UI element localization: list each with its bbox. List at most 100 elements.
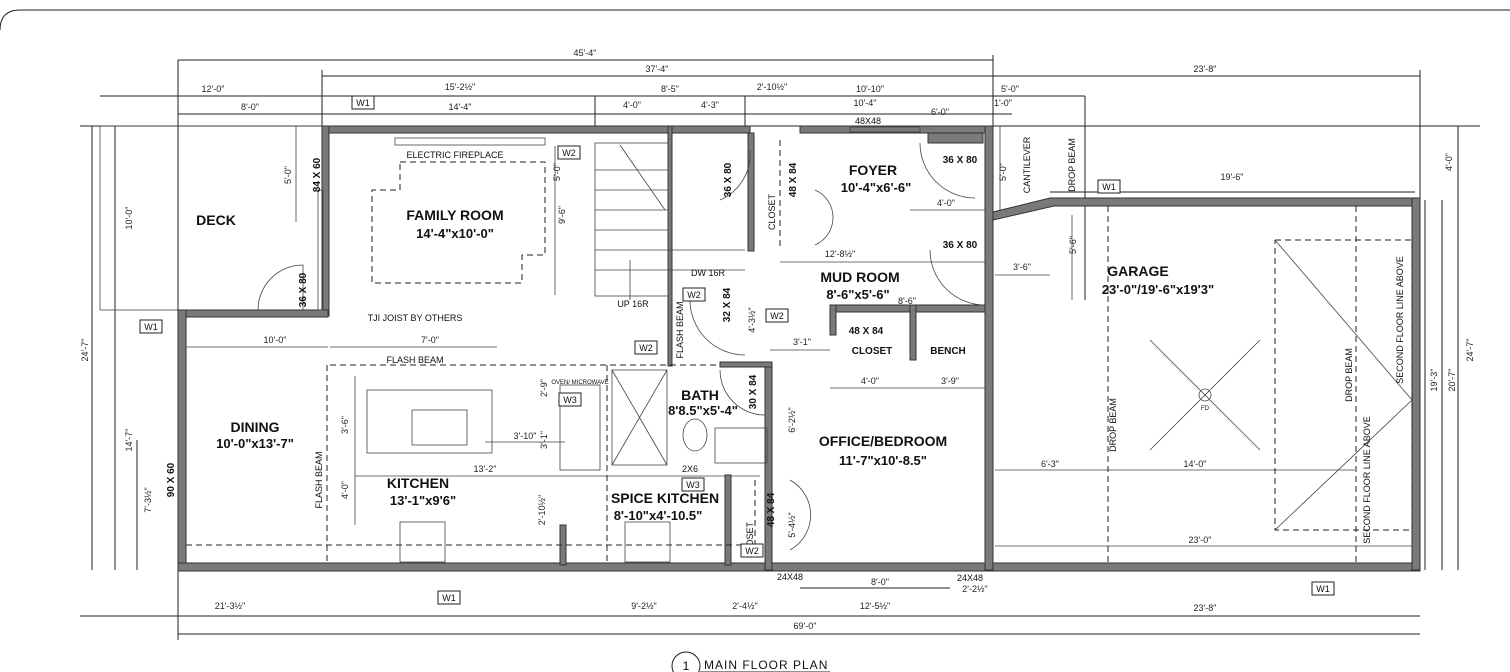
svg-text:14'-7": 14'-7" [124, 429, 134, 452]
title-label: MAIN FLOOR PLAN [704, 658, 828, 672]
stairs-up-note: UP 16R [617, 299, 649, 309]
wall-tag-w1: W1 [139, 319, 163, 334]
room-bath-name: BATH [681, 387, 719, 403]
svg-text:24'-7": 24'-7" [80, 339, 90, 362]
door-size: 48 X 84 [849, 326, 884, 337]
svg-text:W1: W1 [1316, 584, 1330, 594]
svg-text:10'-10": 10'-10" [856, 84, 884, 94]
svg-text:10'-0": 10'-0" [264, 335, 287, 345]
shower [611, 369, 668, 466]
room-dining-name: DINING [231, 419, 280, 435]
fireplace [394, 137, 546, 146]
svg-text:3'-1": 3'-1" [539, 431, 549, 449]
flash-beam-note: FLASH BEAM [675, 301, 685, 358]
stairs [594, 142, 745, 300]
second-floor-line [1274, 239, 1413, 531]
door-size: 36 X 80 [943, 155, 978, 166]
office-closet-note: CLOSET [745, 521, 755, 558]
tji-note: TJI JOIST BY OTHERS [368, 313, 463, 323]
wall-tag-w2: W2 [634, 340, 658, 355]
walls [177, 125, 1421, 572]
rug-outline [371, 161, 546, 284]
second-floor-note: SECOND FLOOR LINE ABOVE [1362, 416, 1372, 544]
bench-label: BENCH [930, 346, 966, 357]
wall-tag-w3: W3 [558, 392, 582, 407]
svg-text:9'-6": 9'-6" [557, 206, 567, 224]
oven-note: OVEN/ MICROWAVE [551, 380, 608, 386]
svg-text:8'-5": 8'-5" [661, 84, 679, 94]
wall-tag-w1: W1 [437, 590, 461, 605]
svg-text:23'-8": 23'-8" [1194, 603, 1217, 613]
room-deck: DECK [196, 212, 236, 228]
room-spice-size: 8'-10"x4'-10.5" [614, 508, 703, 523]
cantilever-note: CANTILEVER [1022, 136, 1032, 193]
svg-text:4'-0": 4'-0" [1444, 153, 1454, 171]
flash-beam-note: FLASH BEAM [386, 355, 443, 365]
room-spice-name: SPICE KITCHEN [611, 490, 719, 506]
door-size: 36 X 80 [943, 240, 978, 251]
svg-text:37'-4": 37'-4" [646, 64, 669, 74]
door-size: 30 X 84 [748, 374, 759, 409]
window-size: 48X48 [855, 116, 881, 126]
svg-text:7'-3½": 7'-3½" [143, 487, 153, 512]
room-garage-name: GARAGE [1107, 263, 1168, 279]
svg-text:W2: W2 [687, 290, 701, 300]
svg-text:24'-7": 24'-7" [1465, 339, 1475, 362]
svg-text:3'-1": 3'-1" [793, 337, 811, 347]
svg-text:4'-0": 4'-0" [937, 198, 955, 208]
svg-text:10'-0": 10'-0" [124, 207, 134, 230]
door-size: 36 X 80 [723, 162, 734, 197]
svg-text:3'-9": 3'-9" [941, 376, 959, 386]
svg-text:69'-0": 69'-0" [794, 621, 817, 631]
room-garage-size: 23'-0"/19'-6"x19'3" [1102, 282, 1214, 297]
svg-text:5'-0": 5'-0" [1001, 84, 1019, 94]
svg-text:4'-3½": 4'-3½" [747, 307, 757, 332]
door-size: 48 X 84 [788, 162, 799, 197]
svg-text:12'-8½": 12'-8½" [825, 249, 855, 259]
room-office-name: OFFICE/BEDROOM [819, 433, 947, 449]
svg-text:2'-10½": 2'-10½" [537, 495, 547, 525]
svg-text:2'-2½": 2'-2½" [962, 584, 987, 594]
wall-tag-w2: W2 [557, 145, 581, 160]
svg-text:14'-4": 14'-4" [449, 102, 472, 112]
drop-beam-note: DROP BEAM [1344, 348, 1354, 402]
svg-text:8'-0": 8'-0" [241, 102, 259, 112]
window-size: 24X48 [777, 572, 803, 582]
wall-tag-w3: W3 [681, 477, 705, 492]
room-mud-size: 8'-6"x5'-6" [826, 287, 889, 302]
flash-beam-note: FLASH BEAM [314, 451, 324, 508]
window [849, 126, 921, 133]
pantry [559, 384, 601, 471]
svg-text:12'-5½": 12'-5½" [860, 601, 890, 611]
room-kitchen-name: KITCHEN [387, 475, 449, 491]
svg-text:3'-10": 3'-10" [514, 431, 537, 441]
floor-drain-note: FD [1201, 406, 1210, 412]
svg-text:10'-4": 10'-4" [854, 98, 877, 108]
stove [624, 521, 671, 563]
svg-text:3'-6": 3'-6" [1013, 262, 1031, 272]
svg-text:W3: W3 [563, 395, 577, 405]
foyer-closet-note: CLOSET [767, 193, 777, 230]
svg-text:6'-3": 6'-3" [1041, 459, 1059, 469]
window-size: 84 X 60 [312, 157, 323, 192]
toilet [682, 418, 708, 452]
door-size: 36 X 80 [298, 272, 309, 307]
title-number: 1 [683, 659, 690, 672]
svg-text:19'-3": 19'-3" [1429, 369, 1439, 392]
svg-text:5'-6": 5'-6" [1068, 236, 1078, 254]
svg-text:8'-6": 8'-6" [898, 296, 916, 306]
svg-text:W1: W1 [1102, 182, 1116, 192]
stairs-down-note: DW 16R [691, 268, 726, 278]
room-foyer-size: 10'-4"x6'-6" [841, 180, 912, 195]
svg-text:2'-10½": 2'-10½" [757, 82, 787, 92]
wall-tag-w1: W1 [1311, 581, 1335, 596]
svg-text:5'-0": 5'-0" [283, 166, 293, 184]
svg-text:12'-0": 12'-0" [202, 84, 225, 94]
stud-note: 2X6 [682, 464, 698, 474]
svg-text:5'-4½": 5'-4½" [787, 512, 797, 537]
svg-text:45'-4": 45'-4" [574, 48, 597, 58]
sliding-door [317, 189, 324, 311]
window-size: 24X48 [957, 573, 983, 583]
second-floor-line [1274, 239, 1413, 531]
